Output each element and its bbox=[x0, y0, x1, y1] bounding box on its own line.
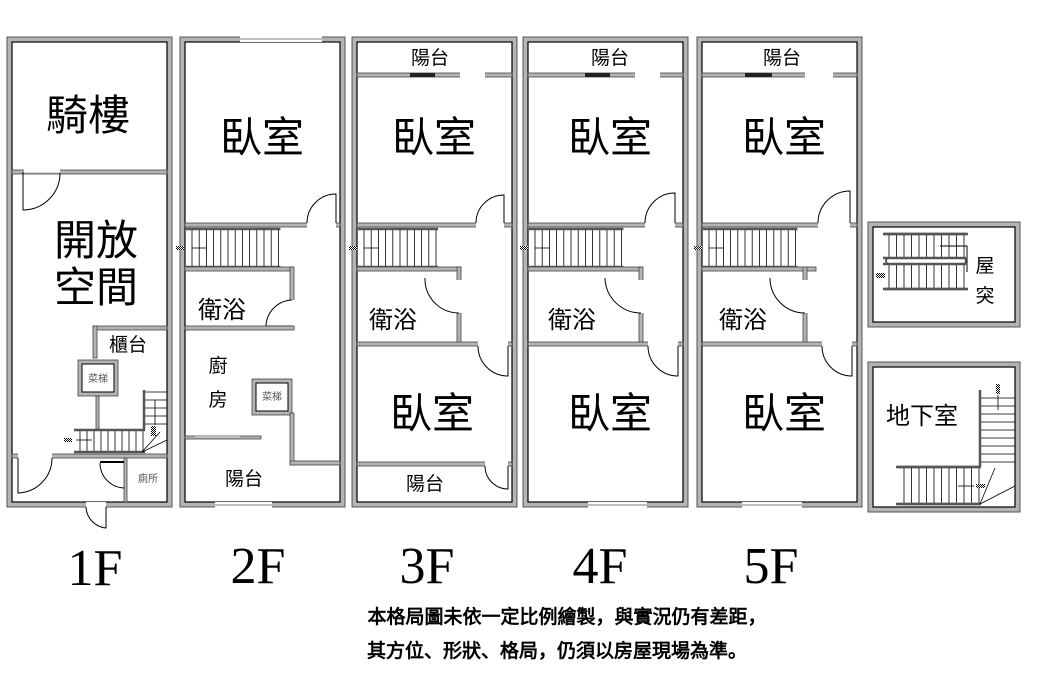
label-5f-bedroom-back: 臥室 bbox=[742, 389, 826, 438]
label-5f-balcony-front: 陽台 bbox=[763, 47, 801, 69]
label-2f-balcony: 陽台 bbox=[225, 468, 263, 490]
label-2f-kitchen-2: 房 bbox=[208, 389, 227, 411]
label-basement: 地下室 bbox=[886, 402, 958, 430]
label-5f-bedroom-front: 臥室 bbox=[742, 113, 826, 162]
label-1f-open-space-2: 空間 bbox=[54, 263, 138, 312]
label-4f-balcony-front: 陽台 bbox=[591, 47, 629, 69]
floor-plan-3f bbox=[349, 36, 518, 508]
label-1f-toilet: 廁所 bbox=[138, 472, 158, 485]
label-3f-bedroom-front: 臥室 bbox=[392, 113, 476, 162]
floor-label-5f: 5F bbox=[744, 538, 799, 595]
floor-plan-4f bbox=[520, 36, 689, 508]
label-2f-kitchen-1: 廚 bbox=[208, 354, 227, 377]
disclaimer-line-2: 其方位、形狀、格局，仍須以房屋現場為準。 bbox=[366, 640, 747, 662]
label-1f-counter: 櫃台 bbox=[109, 334, 147, 356]
floor-label-4f: 4F bbox=[573, 538, 628, 595]
label-rooftop-1: 屋 bbox=[975, 255, 994, 277]
label-2f-bedroom: 臥室 bbox=[220, 113, 304, 162]
floor-plan-basement bbox=[867, 361, 1021, 513]
label-4f-bedroom-front: 臥室 bbox=[568, 113, 652, 162]
floor-plan-2f bbox=[176, 36, 346, 508]
floor-labels: 1F 2F 3F 4F 5F bbox=[68, 538, 799, 597]
label-3f-balcony-back: 陽台 bbox=[406, 473, 444, 495]
label-5f-bathroom: 衛浴 bbox=[719, 306, 767, 334]
stairs-1f bbox=[64, 390, 168, 454]
label-2f-bathroom: 衛浴 bbox=[198, 296, 246, 324]
label-1f-arcade: 騎樓 bbox=[46, 91, 130, 140]
floor-label-3f: 3F bbox=[400, 538, 455, 595]
floor-label-2f: 2F bbox=[231, 538, 286, 595]
floor-plan-rooftop bbox=[867, 221, 1021, 328]
label-3f-bathroom: 衛浴 bbox=[369, 306, 417, 334]
label-3f-bedroom-back: 臥室 bbox=[390, 389, 474, 438]
floor-plan-5f bbox=[694, 36, 863, 508]
label-1f-dumbwaiter: 菜梯 bbox=[88, 372, 108, 385]
label-4f-bedroom-back: 臥室 bbox=[568, 389, 652, 438]
label-1f-open-space-1: 開放 bbox=[54, 216, 138, 265]
room-labels: 騎樓 開放 空間 櫃台 菜梯 廁所 臥室 衛浴 廚 房 菜梯 陽台 陽台 臥室 … bbox=[46, 47, 995, 495]
label-3f-balcony-front: 陽台 bbox=[411, 47, 449, 69]
floor-plan-1f bbox=[6, 36, 173, 529]
label-4f-bathroom: 衛浴 bbox=[548, 306, 596, 334]
floor-label-1f: 1F bbox=[68, 540, 123, 597]
disclaimer-line-1: 本格局圖未依一定比例繪製，與實況仍有差距， bbox=[367, 606, 767, 628]
label-2f-dumbwaiter: 菜梯 bbox=[262, 390, 282, 403]
label-rooftop-2: 突 bbox=[975, 285, 994, 307]
